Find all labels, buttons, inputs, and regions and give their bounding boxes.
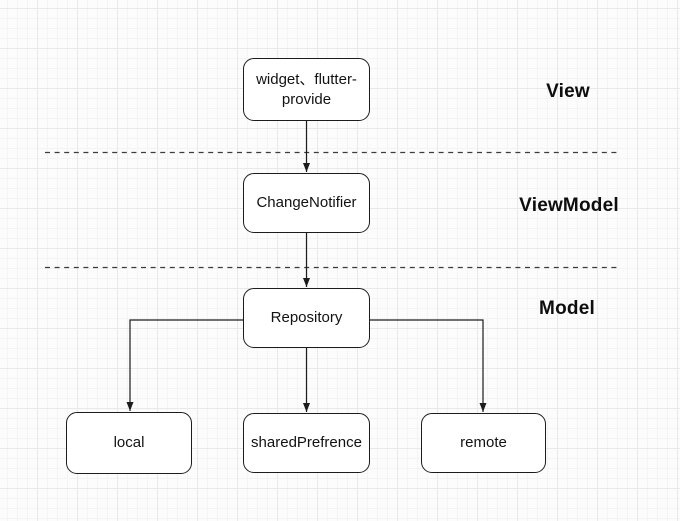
node-remote: remote xyxy=(421,413,546,473)
edge-repository-to-remote xyxy=(370,319,487,412)
layer-label-model: Model xyxy=(539,298,595,319)
node-label: local xyxy=(113,434,145,451)
node-shared-prefrence: sharedPrefrence xyxy=(243,413,370,473)
node-repository: Repository xyxy=(243,288,370,348)
node-label: widget、flutter-provide xyxy=(256,70,357,108)
node-label: sharedPrefrence xyxy=(251,434,362,451)
node-label: Repository xyxy=(270,309,343,326)
node-label: ChangeNotifier xyxy=(256,194,357,211)
node-local: local xyxy=(66,412,192,474)
layer-label-view: View xyxy=(546,81,590,102)
layer-label-viewmodel: ViewModel xyxy=(519,195,619,216)
edge-repository-to-local xyxy=(126,319,243,411)
node-widget-flutter-provide: widget、flutter-provide xyxy=(243,58,370,121)
node-change-notifier: ChangeNotifier xyxy=(243,173,370,233)
node-label: remote xyxy=(460,434,507,451)
